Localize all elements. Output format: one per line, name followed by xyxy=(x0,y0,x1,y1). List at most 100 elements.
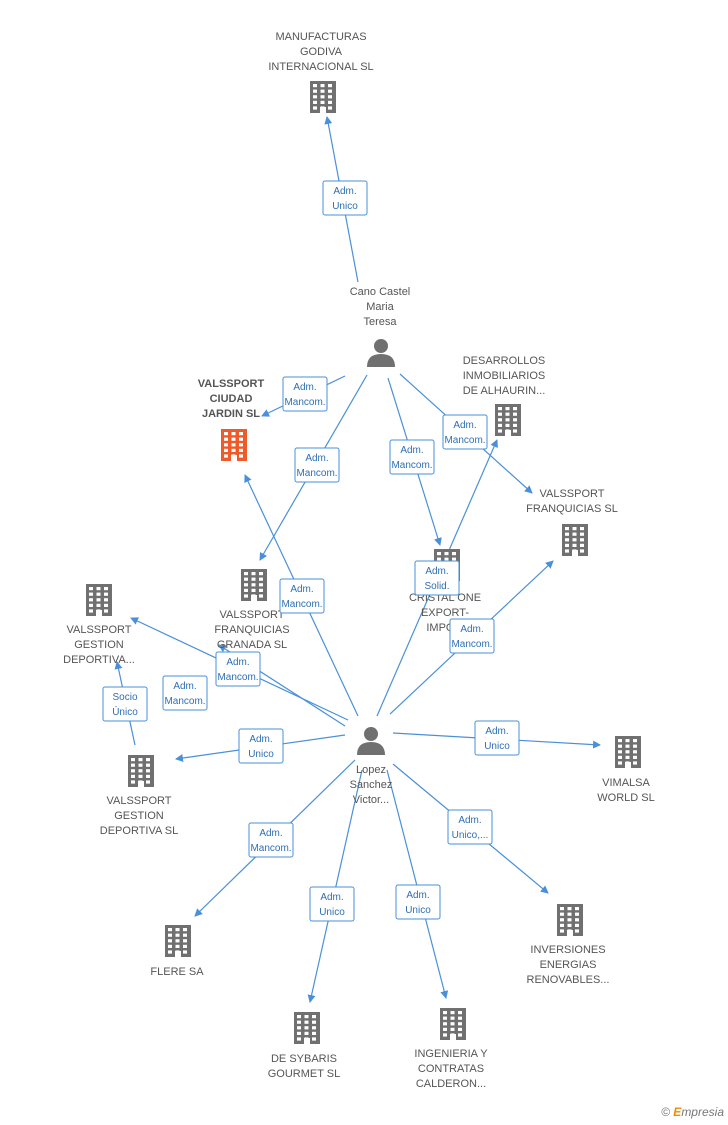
relation-label: Adm. xyxy=(458,815,481,826)
relation-label: Mancom. xyxy=(451,639,492,650)
building-icon xyxy=(440,1008,466,1040)
relation-badge[interactable]: Adm. Mancom. xyxy=(279,578,325,614)
node-valssport_gd2[interactable]: VALSSPORT GESTION DEPORTIVA SL xyxy=(100,755,178,837)
node-label: GESTION xyxy=(74,639,124,651)
relation-badge[interactable]: Adm. Mancom. xyxy=(282,376,328,412)
node-label: Cano Castel xyxy=(350,286,411,298)
relation-label: Mancom. xyxy=(281,599,322,610)
relation-badge[interactable]: Adm.Solid. xyxy=(414,560,460,596)
node-flere[interactable]: FLERE SA xyxy=(150,925,204,978)
node-label: CIUDAD xyxy=(210,393,253,405)
node-label: VALSSPORT xyxy=(219,609,284,621)
node-label: DEPORTIVA... xyxy=(63,654,135,666)
node-label: Teresa xyxy=(363,316,397,328)
relation-badge[interactable]: Adm.Mancom. xyxy=(389,439,435,475)
node-vimalsa[interactable]: VIMALSA WORLD SL xyxy=(597,736,655,804)
node-label: Lopez xyxy=(356,764,386,776)
relation-badge[interactable]: Adm.Mancom. xyxy=(442,414,488,450)
node-label: VALSSPORT xyxy=(539,488,604,500)
node-label: GRANADA SL xyxy=(217,639,287,651)
relation-badge[interactable]: Adm. Mancom. xyxy=(449,618,495,654)
relation-label: Mancom. xyxy=(250,843,291,854)
node-label: MANUFACTURAS xyxy=(275,31,366,43)
relation-label: Unico xyxy=(248,749,274,760)
node-inversiones[interactable]: INVERSIONESENERGIASRENOVABLES... xyxy=(527,904,610,986)
relation-label: Adm. xyxy=(400,445,423,456)
node-label: DE SYBARIS xyxy=(271,1053,337,1065)
building-icon xyxy=(310,81,336,113)
relation-badge[interactable]: Adm. Unico xyxy=(322,180,368,216)
relation-badge[interactable]: Adm.Unico xyxy=(395,884,441,920)
relation-label: Adm. xyxy=(425,566,448,577)
node-label: Maria xyxy=(366,301,394,313)
relation-label: Unico xyxy=(319,907,345,918)
relation-badge[interactable]: Adm. Mancom. xyxy=(248,822,294,858)
relation-label: Único xyxy=(112,705,138,718)
node-label: Sanchez xyxy=(350,779,393,791)
building-icon xyxy=(557,904,583,936)
node-lopez[interactable]: LopezSanchezVictor... xyxy=(350,727,393,806)
node-label: INTERNACIONAL SL xyxy=(268,61,373,73)
node-label: DESARROLLOS xyxy=(463,355,546,367)
relation-label: Adm. xyxy=(333,186,356,197)
node-label: VALSSPORT xyxy=(66,624,131,636)
relation-label: Adm. xyxy=(249,734,272,745)
relation-label: Socio xyxy=(112,692,137,703)
node-label: VIMALSA xyxy=(602,777,650,789)
node-label: GODIVA xyxy=(300,46,343,58)
relation-label: Adm. xyxy=(173,681,196,692)
relation-label: Adm. xyxy=(293,382,316,393)
node-valssport_franq[interactable]: VALSSPORT FRANQUICIAS SL xyxy=(526,488,618,556)
node-label: EXPORT- xyxy=(421,607,469,619)
node-label: RENOVABLES... xyxy=(527,974,610,986)
relation-label: Mancom. xyxy=(284,397,325,408)
relation-label: Adm. xyxy=(460,624,483,635)
relation-label: Mancom. xyxy=(217,672,258,683)
building-icon xyxy=(241,569,267,601)
node-label: FRANQUICIAS SL xyxy=(526,503,618,515)
node-label: INVERSIONES xyxy=(530,944,605,956)
node-label: FLERE SA xyxy=(150,966,204,978)
relation-badge[interactable]: Adm. Unico xyxy=(238,728,284,764)
relation-badge[interactable]: Adm. Unico xyxy=(309,886,355,922)
relation-badge[interactable]: Adm.Mancom. xyxy=(294,447,340,483)
node-valssport_gd1[interactable]: VALSSPORT GESTION DEPORTIVA... xyxy=(63,584,135,666)
node-label: VALSSPORT xyxy=(106,795,171,807)
building-icon xyxy=(221,429,247,461)
node-label: VALSSPORT xyxy=(198,378,265,390)
relation-label: Adm. xyxy=(320,892,343,903)
edge-lopez-sybaris xyxy=(307,769,363,1003)
relation-label: Unico xyxy=(332,201,358,212)
node-label: GESTION xyxy=(114,810,164,822)
relation-label: Unico,... xyxy=(452,830,489,841)
node-label: DEPORTIVA SL xyxy=(100,825,178,837)
relation-label: Mancom. xyxy=(444,435,485,446)
building-icon xyxy=(86,584,112,616)
node-label: WORLD SL xyxy=(597,792,654,804)
relation-label: Adm. xyxy=(485,726,508,737)
node-manufacturas[interactable]: MANUFACTURAS GODIVA INTERNACIONAL SL xyxy=(268,31,374,113)
building-icon xyxy=(495,404,521,436)
relation-badge[interactable]: Adm. Unico,... xyxy=(447,809,493,845)
node-label: INGENIERIA Y xyxy=(414,1048,488,1060)
relation-badge[interactable]: Adm.Unico xyxy=(474,720,520,756)
relation-label: Adm. xyxy=(259,828,282,839)
node-label: CONTRATAS xyxy=(418,1063,484,1075)
relation-badge[interactable]: Adm.Mancom. xyxy=(162,675,208,711)
person-icon xyxy=(367,339,395,367)
building-icon xyxy=(128,755,154,787)
node-ingenieria[interactable]: INGENIERIA YCONTRATASCALDERON... xyxy=(414,1008,488,1090)
relation-label: Unico xyxy=(405,905,431,916)
relation-badge[interactable]: Adm.Mancom. xyxy=(215,651,261,687)
person-icon xyxy=(357,727,385,755)
node-label: DE ALHAURIN... xyxy=(463,385,546,397)
relation-label: Adm. xyxy=(290,584,313,595)
empresia-logo[interactable]: © Empresia xyxy=(661,1105,724,1119)
